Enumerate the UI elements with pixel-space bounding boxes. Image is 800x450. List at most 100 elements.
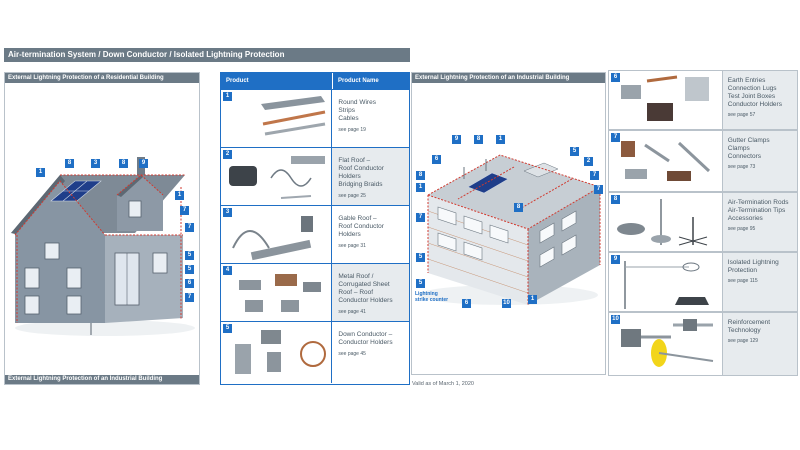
- product-name: Round Wires: [338, 99, 376, 106]
- validity-note: Valid as of March 1, 2020: [412, 381, 474, 387]
- industrial-heading: External Lightning Protection of an Indu…: [412, 73, 605, 83]
- strike-counter-label: Lightning strike counter: [415, 291, 449, 303]
- marker-res-12: 7: [185, 293, 194, 302]
- marker-ind-7: 5: [570, 147, 579, 156]
- product-name: Protection: [727, 267, 758, 274]
- residential-heading: External Lightning Protection of a Resid…: [5, 73, 199, 83]
- marker-res-7: 7: [180, 206, 189, 215]
- list-item: 10 Reinforcement Technology see page 129: [608, 312, 798, 376]
- marker-res-9: 5: [185, 251, 194, 260]
- product-table-header: Product Product Name: [221, 73, 409, 89]
- col-product-header: Product: [221, 73, 333, 89]
- col-product-name-header: Product Name: [338, 78, 379, 84]
- row-number: 2: [223, 150, 232, 159]
- row-number: 1: [223, 92, 232, 101]
- product-name: Corrugated Sheet: [338, 281, 390, 288]
- page-title: Air-termination System / Down Conductor …: [4, 48, 410, 62]
- see-page-ref: see page 57: [727, 112, 756, 118]
- product-name: Connection Lugs: [727, 85, 777, 92]
- product-name: Test Joint Boxes: [727, 93, 776, 100]
- product-image-air-termination-rods: 8: [609, 193, 723, 251]
- see-page-ref: see page 115: [727, 278, 758, 284]
- marker-ind-3: 1: [496, 135, 505, 144]
- marker-ind-6: 8: [514, 203, 523, 212]
- marker-ind-4: 6: [432, 155, 441, 164]
- residential-panel: External Lightning Protection of a Resid…: [4, 72, 200, 385]
- product-image-metal-roof: 4: [221, 264, 333, 321]
- row-number: 10: [611, 315, 620, 324]
- row-number: 4: [223, 266, 232, 275]
- product-image-reinforcement: 10: [609, 313, 723, 375]
- product-name: Connectors: [727, 153, 762, 160]
- marker-ind-5: 8: [416, 171, 425, 180]
- product-table: Product Product Name 1 Round Wires Strip…: [220, 72, 410, 385]
- see-page-ref: see page 19: [338, 127, 366, 133]
- marker-res-5: 9: [139, 159, 148, 168]
- industrial-panel: External Lightning Protection of an Indu…: [411, 72, 606, 375]
- table-row: 2 Flat Roof – Roof Conductor Holders Bri…: [221, 147, 409, 205]
- table-row: 1 Round Wires Strips Cables see page 19: [221, 89, 409, 147]
- marker-ind-13: 5: [416, 253, 425, 262]
- see-page-ref: see page 25: [338, 193, 366, 199]
- row-number: 7: [611, 133, 620, 142]
- see-page-ref: see page 95: [727, 226, 756, 232]
- product-name: Accessories: [727, 215, 763, 222]
- product-name: Gable Roof –: [338, 215, 377, 222]
- product-image-gutter-clamps: 7: [609, 131, 723, 191]
- product-name: Holders: [338, 173, 361, 180]
- marker-res-3: 3: [91, 159, 100, 168]
- marker-ind-16: 10: [502, 299, 511, 308]
- product-name: Isolated Lightning: [727, 259, 779, 266]
- product-image-earth-entries: 6: [609, 71, 723, 129]
- row-number: 8: [611, 195, 620, 204]
- row-number: 6: [611, 73, 620, 82]
- marker-ind-14: 5: [416, 279, 425, 288]
- product-image-gable-roof: 3: [221, 206, 333, 263]
- product-name: Conductor Holders: [727, 101, 782, 108]
- product-name: Clamps: [727, 145, 750, 152]
- list-item: 8 Air-Termination Rods Air-Termination T…: [608, 192, 798, 252]
- marker-ind-8: 2: [584, 157, 593, 166]
- see-page-ref: see page 41: [338, 309, 366, 315]
- list-item: 6 Earth Entries Connection Lugs Test Joi…: [608, 70, 798, 130]
- marker-res-10: 5: [185, 265, 194, 274]
- marker-ind-1: 9: [452, 135, 461, 144]
- product-name: Flat Roof –: [338, 157, 371, 164]
- product-name: Conductor Holders: [338, 339, 393, 346]
- product-name: Metal Roof /: [338, 273, 374, 280]
- product-name: Roof Conductor: [338, 223, 384, 230]
- marker-res-1: 1: [36, 168, 45, 177]
- see-page-ref: see page 31: [338, 243, 366, 249]
- marker-res-2: 8: [65, 159, 74, 168]
- product-name: Roof Conductor: [338, 165, 384, 172]
- marker-res-8: 7: [185, 223, 194, 232]
- product-name: Strips: [338, 107, 355, 114]
- row-number: 5: [223, 324, 232, 333]
- see-page-ref: see page 129: [727, 338, 759, 344]
- product-name: Air-Termination Rods: [727, 199, 789, 206]
- table-row: 3 Gable Roof – Roof Conductor Holders se…: [221, 205, 409, 263]
- marker-ind-9: 7: [594, 185, 603, 194]
- see-page-ref: see page 73: [727, 164, 756, 170]
- marker-ind-17: 1: [528, 295, 537, 304]
- product-name: Roof – Roof: [338, 289, 374, 296]
- product-image-down-conductor: 5: [221, 322, 333, 383]
- product-image-wires: 1: [221, 90, 333, 147]
- product-name: Air-Termination Tips: [727, 207, 786, 214]
- industrial-building-illustration: [418, 154, 602, 305]
- residential-house-illustration: [11, 157, 195, 336]
- catalog-list: 6 Earth Entries Connection Lugs Test Joi…: [608, 70, 800, 376]
- product-name: Bridging Braids: [338, 181, 383, 188]
- row-number: 9: [611, 255, 620, 264]
- product-name: Holders: [338, 231, 361, 238]
- product-name: Cables: [338, 115, 359, 122]
- product-name: Conductor Holders: [338, 297, 393, 304]
- marker-ind-10: 7: [590, 171, 599, 180]
- see-page-ref: see page 45: [338, 351, 366, 357]
- table-row: 5 Down Conductor – Conductor Holders see…: [221, 321, 409, 383]
- product-image-isolated-protection: 9: [609, 253, 723, 311]
- product-name: Gutter Clamps: [727, 137, 770, 144]
- product-name: Reinforcement: [727, 319, 771, 326]
- marker-ind-12: 7: [416, 213, 425, 222]
